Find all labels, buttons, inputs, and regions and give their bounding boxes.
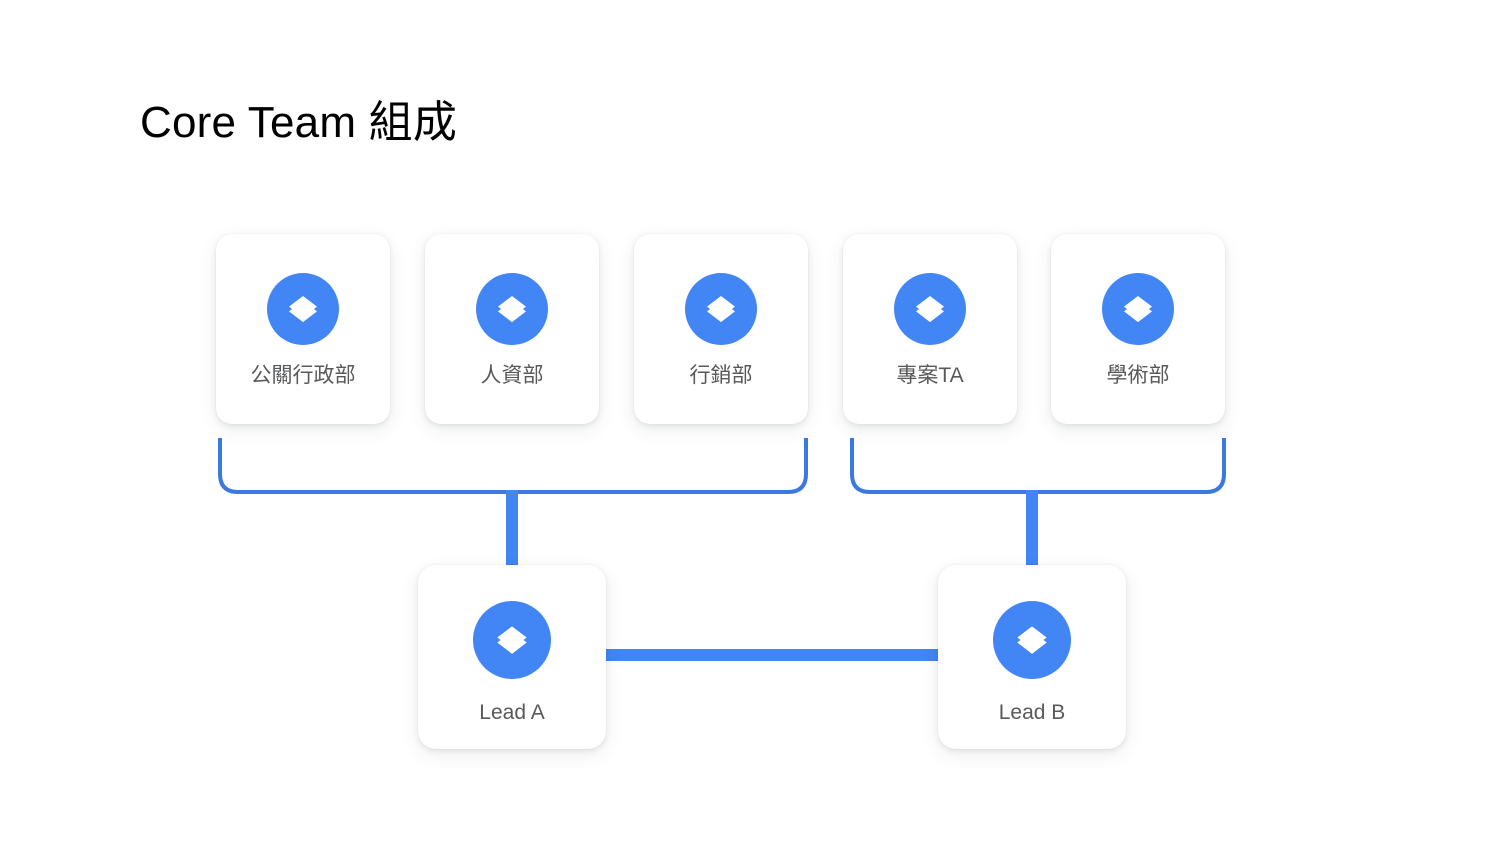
layers-icon [685,273,757,345]
department-card-label: 公關行政部 [250,364,356,387]
department-card-label: 行銷部 [689,364,753,387]
department-card-label: 專案TA [896,364,964,387]
layers-icon [267,273,339,345]
lead-link-line [605,649,940,661]
layers-icon [473,601,551,679]
layers-icon [993,601,1071,679]
lead-card-label: Lead A [479,701,545,724]
layers-icon [476,273,548,345]
lead-card-lead-b[interactable]: Lead B [938,565,1126,749]
department-card-3[interactable]: 專案TA [843,234,1017,424]
bracket-group-a [218,438,808,494]
layers-icon [894,273,966,345]
trunk-line-lead-a [506,490,518,567]
department-card-0[interactable]: 公關行政部 [216,234,390,424]
trunk-line-lead-b [1026,490,1038,567]
department-card-label: 學術部 [1106,364,1170,387]
department-card-label: 人資部 [480,364,544,387]
page-title: Core Team 組成 [140,98,458,147]
lead-card-label: Lead B [998,701,1066,724]
department-card-1[interactable]: 人資部 [425,234,599,424]
lead-card-lead-a[interactable]: Lead A [418,565,606,749]
department-card-2[interactable]: 行銷部 [634,234,808,424]
layers-icon [1102,273,1174,345]
department-card-4[interactable]: 學術部 [1051,234,1225,424]
bracket-group-b [850,438,1226,494]
